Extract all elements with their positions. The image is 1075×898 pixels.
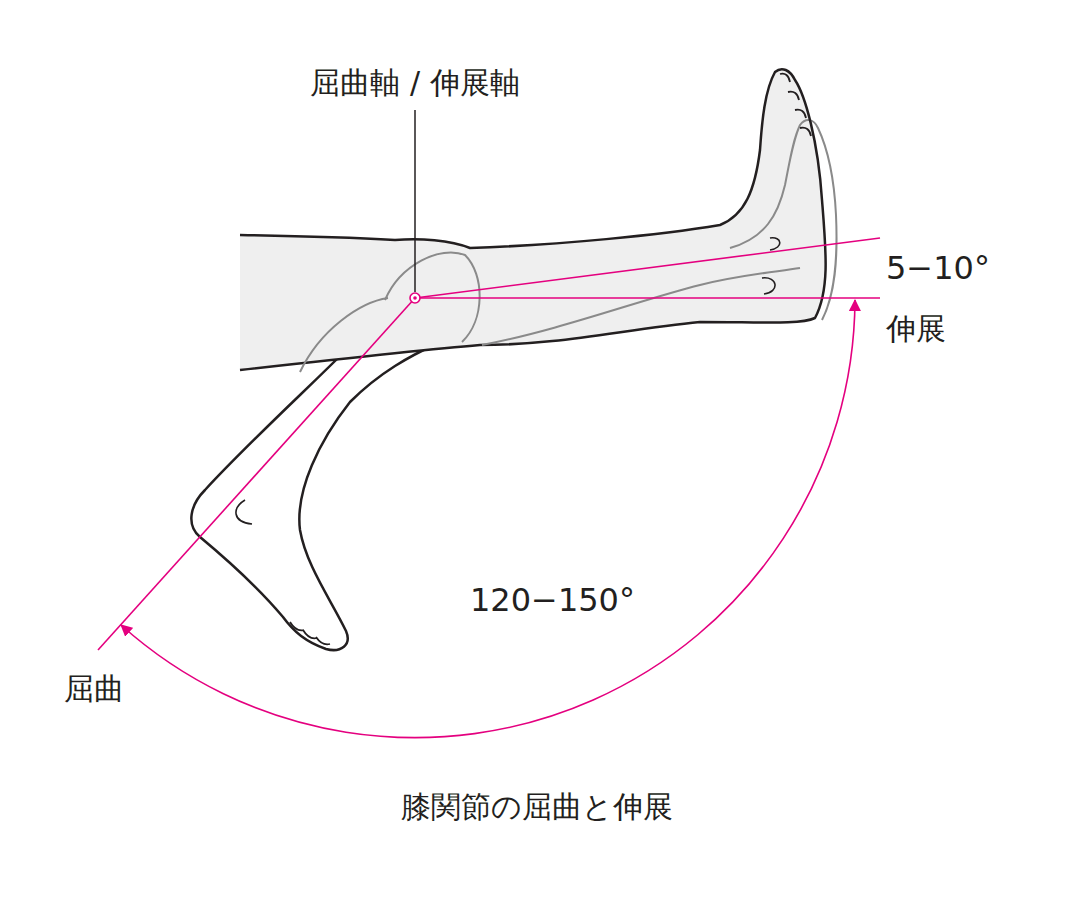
second-foot — [730, 120, 837, 320]
extension-line — [415, 297, 880, 299]
caption: 膝関節の屈曲と伸展 — [401, 790, 673, 825]
ankle-mark — [762, 238, 780, 294]
extended-toes — [780, 74, 811, 136]
angle-label: 5−10° — [886, 250, 990, 287]
angle-label: 120−150° — [470, 582, 635, 619]
axis-label: 屈曲軸 / 伸展軸 — [310, 66, 519, 101]
flexion-line — [98, 298, 415, 650]
leg-outline — [240, 69, 826, 370]
axis-dot — [413, 296, 417, 300]
leg-fill — [240, 69, 826, 370]
calf-line — [482, 268, 800, 345]
flexed-toes — [290, 622, 330, 644]
direction-label: 伸展 — [886, 312, 946, 347]
range-arc — [121, 300, 855, 738]
direction-label: 屈曲 — [64, 672, 124, 707]
leader-line — [414, 110, 416, 292]
hidden-flexed-line — [300, 298, 388, 372]
hyperextension-line — [415, 238, 880, 298]
axis-point — [410, 293, 420, 303]
ankle-mark — [236, 500, 252, 524]
